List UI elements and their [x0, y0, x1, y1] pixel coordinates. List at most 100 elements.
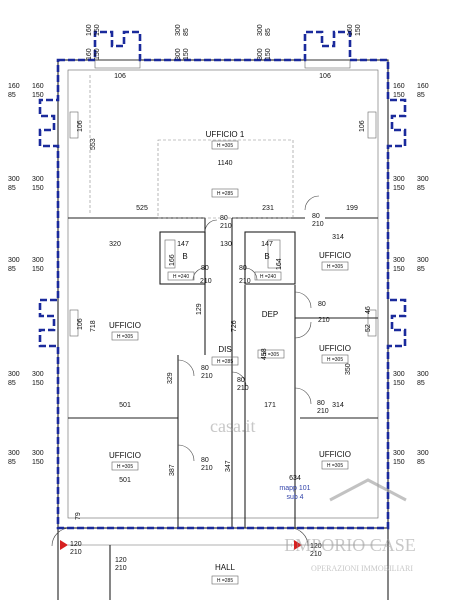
dim-347: 347 — [225, 460, 232, 472]
dim-right-150d: 150 — [393, 380, 405, 387]
entrance-marker-right — [294, 540, 302, 550]
room-height-ufficio-left-bottom: H =305 — [117, 464, 133, 470]
room-height-dep: H =305 — [263, 352, 279, 358]
dim-right-300f: 300 — [417, 371, 429, 378]
dim-210-f: 210 — [201, 373, 213, 380]
dim-350: 350 — [345, 363, 352, 375]
dim-199: 199 — [346, 205, 358, 212]
dim-164: 164 — [276, 258, 283, 270]
dim-right-85b: 85 — [417, 185, 425, 192]
dim-right-150a: 150 — [393, 92, 405, 99]
room-name-ufficio-right-mid: UFFICIO — [319, 344, 351, 353]
dim-left-150e: 150 — [32, 459, 44, 466]
dim-501-a: 501 — [119, 402, 131, 409]
dim-329: 329 — [167, 372, 174, 384]
dim-right-300d: 300 — [417, 257, 429, 264]
room-height-bagno-right: H =240 — [260, 274, 276, 280]
dim-top-150c: 150 — [183, 48, 190, 60]
room-height-ufficio-right-top: H =305 — [327, 264, 343, 270]
dim-231: 231 — [262, 205, 274, 212]
parcel-number: 634 — [289, 475, 301, 482]
dim-106-top-left: 106 — [114, 73, 126, 80]
dim-79: 79 — [75, 512, 82, 520]
dim-210-d: 210 — [239, 278, 251, 285]
dim-right-85d: 85 — [417, 380, 425, 387]
dashed-markings — [89, 75, 294, 219]
dim-129: 129 — [196, 303, 203, 315]
watermark-brand: EMPORIO CASE OPERAZIONI IMMOBILIARI — [284, 478, 416, 573]
dim-right-300c: 300 — [393, 257, 405, 264]
dim-right-150b: 150 — [393, 185, 405, 192]
dim-387: 387 — [169, 464, 176, 476]
dim-210-j: 210 — [70, 549, 82, 556]
dim-80-g: 80 — [237, 377, 245, 384]
dim-106-right-top: 106 — [359, 120, 366, 132]
dim-210-e: 210 — [318, 317, 330, 324]
entrance-marker-left — [60, 540, 68, 550]
dim-171: 171 — [264, 402, 276, 409]
dim-left-300h: 300 — [32, 450, 44, 457]
dim-left-85d: 85 — [8, 380, 16, 387]
room-height-ufficio1: H =305 — [217, 143, 233, 149]
dim-top-150e: 150 — [355, 24, 362, 36]
dim-left-300d: 300 — [32, 257, 44, 264]
dim-right-150c: 150 — [393, 266, 405, 273]
dim-210-k: 210 — [115, 565, 127, 572]
dim-80-h: 80 — [317, 400, 325, 407]
room-name-ufficio1: UFFICIO 1 — [206, 130, 245, 139]
dim-left-300g: 300 — [8, 450, 20, 457]
watermark-brand-main: EMPORIO CASE — [284, 535, 416, 555]
dim-left-160: 160 — [8, 83, 20, 90]
dim-210-h: 210 — [317, 408, 329, 415]
dim-top-160b: 160 — [86, 48, 93, 60]
watermark-casa: casa.it — [210, 416, 255, 436]
dim-80-i: 80 — [201, 457, 209, 464]
dim-501-b: 501 — [119, 477, 131, 484]
parcel-mapp: mapp 101 — [279, 485, 310, 492]
dim-106-top-right: 106 — [319, 73, 331, 80]
dim-80-c: 80 — [201, 265, 209, 272]
dim-top-160c: 160 — [347, 24, 354, 36]
dim-right-300b: 300 — [417, 176, 429, 183]
dim-top-150b: 150 — [94, 48, 101, 60]
room-name-ufficio-right-top: UFFICIO — [319, 251, 351, 260]
dim-top-300c: 300 — [257, 24, 264, 36]
dim-left-150b: 150 — [32, 185, 44, 192]
dim-525: 525 — [136, 205, 148, 212]
room-name-bagno-left: B — [182, 252, 187, 261]
dim-right-85a: 85 — [417, 92, 425, 99]
room-height-hall: H =285 — [217, 578, 233, 584]
dim-right-85c: 85 — [417, 266, 425, 273]
dim-left-150c: 150 — [32, 266, 44, 273]
dim-right-300e: 300 — [393, 371, 405, 378]
dim-left-300e: 300 — [8, 371, 20, 378]
dim-553: 553 — [90, 138, 97, 150]
dim-210-c: 210 — [200, 278, 212, 285]
dim-106-left-top: 106 — [77, 120, 84, 132]
interior-walls — [68, 217, 378, 528]
dim-top-150d: 150 — [265, 48, 272, 60]
dim-right-300g: 300 — [393, 450, 405, 457]
room-name-ufficio-left-bottom: UFFICIO — [109, 451, 141, 460]
dim-top-150: 150 — [94, 24, 101, 36]
dim-right-300a: 300 — [393, 176, 405, 183]
dim-80-f: 80 — [201, 365, 209, 372]
dim-top-300d: 300 — [257, 48, 264, 60]
dim-726: 726 — [231, 320, 238, 332]
dim-top-85b: 85 — [265, 28, 272, 36]
dim-120-c: 120 — [310, 543, 322, 550]
dim-210-a: 210 — [220, 223, 232, 230]
dim-106-left-mid: 106 — [77, 318, 84, 330]
dim-80-e: 80 — [318, 301, 326, 308]
dim-right-300h: 300 — [417, 450, 429, 457]
dim-458: 458 — [261, 348, 268, 360]
dim-right-150e: 150 — [393, 459, 405, 466]
room-name-hall: HALL — [215, 563, 236, 572]
house-logo-icon — [329, 478, 407, 502]
dim-718: 718 — [90, 320, 97, 332]
dim-314-a: 314 — [332, 234, 344, 241]
corridor-height: H =285 — [217, 191, 233, 197]
dim-314-b: 314 — [332, 402, 344, 409]
room-height-ufficio-right-bottom: H =305 — [327, 463, 343, 469]
